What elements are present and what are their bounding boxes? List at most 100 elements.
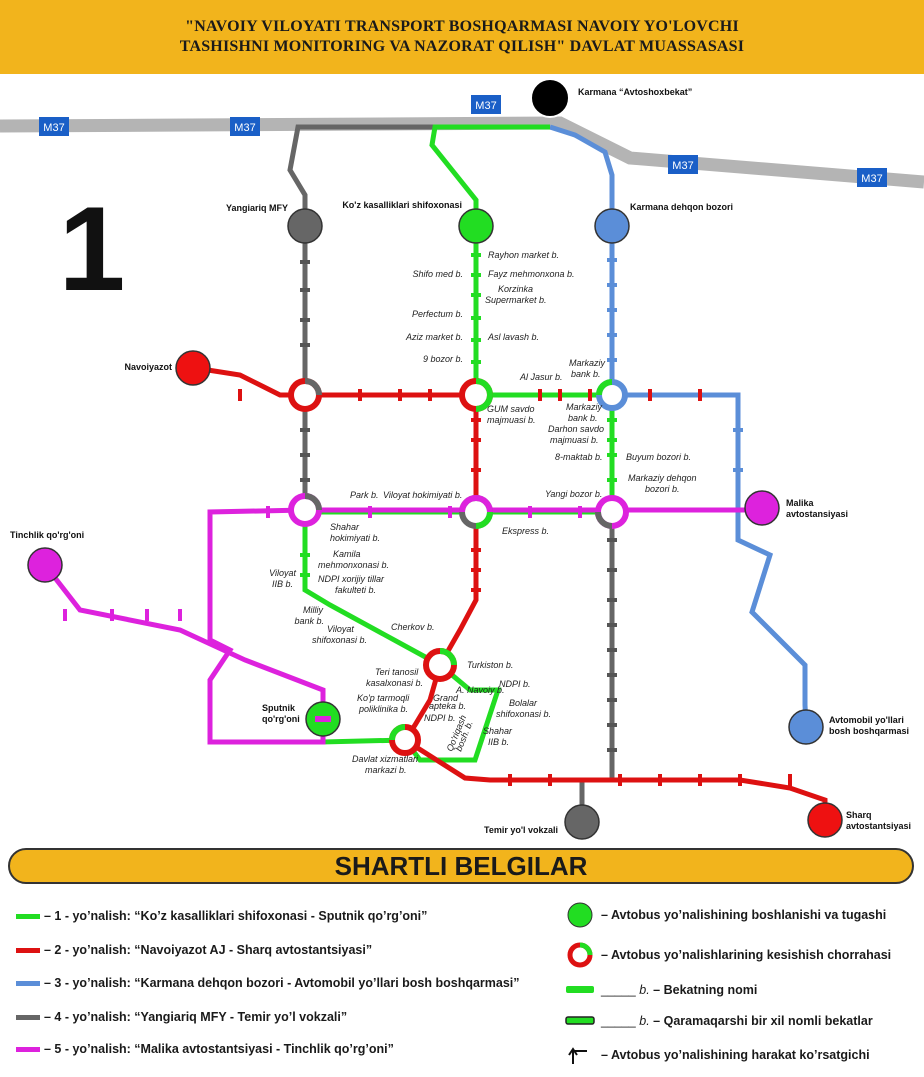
stop-label: majmuasi b. [550,435,599,445]
terminal-temir [564,804,600,840]
header-title-line1: "NAVOIY VILOYATI TRANSPORT BOSHQARMASI N… [185,18,739,35]
stop-tick [300,318,310,322]
map-number: 1 [59,182,126,316]
stop-label: Buyum bozori b. [626,452,691,462]
legend-b: b. [639,983,650,997]
interchange-park-junction [288,493,322,527]
label-malika-1: Malika [786,498,815,508]
stop-tick [300,453,310,457]
legend-route-text: – 2 - yo’nalish: “Navoiyazot AJ - Sharq … [44,943,373,957]
legend-route-text: – 1 - yo’nalish: “Ko’z kasalliklari shif… [44,909,428,923]
terminal-karmana-avtoshoxbekat [530,78,570,118]
interchange-markaziy-junction [596,379,628,411]
stop-tick [145,609,149,621]
stop-label: Al Jasur b. [519,372,563,382]
stop-tick [733,428,743,432]
legend-stop-name-text: – Bekatning nomi [653,983,758,997]
stop-label: NDPI xorijiy tillar [318,574,385,584]
legend-route-text: – 5 - yo’nalish: “Malika avtostantsiyasi… [44,1042,394,1056]
stop-tick [607,418,617,422]
stop-label: Fayz mehmonxona b. [488,269,575,279]
stop-tick [607,568,617,572]
stop-ticks [63,253,792,786]
stop-tick [658,774,662,786]
stop-label: Markaziy [569,358,606,368]
stop-tick [300,478,310,482]
svg-text:M37: M37 [475,100,496,112]
stop-label: IIB b. [488,737,509,747]
stop-label: bozori b. [645,484,680,494]
stop-label: Bolalar [509,698,538,708]
stop-label: Darhon savdo [548,424,604,434]
stop-tick [471,468,481,472]
stop-tick [538,389,542,401]
route-map: M37 M37 M37 M37 M37 1 Karmana [0,78,924,840]
stop-tick [471,548,481,552]
stop-label: Cherkov b. [391,622,435,632]
stop-tick [110,609,114,621]
legend-opposite: _____ b. – Qaramaqarshi bir xil nomli be… [565,1014,873,1028]
stop-label: majmuasi b. [487,415,536,425]
stop-tick [300,573,310,577]
stop-tick [738,774,742,786]
stop-tick [471,588,481,592]
stop-tick [398,389,402,401]
stop-tick [607,478,617,482]
stop-label: Park b. [350,490,379,500]
opposite-stop-icon [565,1016,595,1025]
legend-swatch [16,947,40,953]
stop-label: Markaziy dehqon [628,473,697,483]
stop-label: Shahar [330,522,360,532]
label-temir: Temir yo'l vokzali [484,825,558,835]
stop-label: Rayhon market b. [488,250,559,260]
terminal-avtomobil [788,709,824,745]
label-yangiariq: Yangiariq MFY [226,203,288,213]
stop-tick [471,316,481,320]
stop-label: mehmonxonasi b. [318,560,389,570]
header-title-line2: TASHISHNI MONITORING VA NAZORAT QILISH" … [179,38,745,55]
stop-tick [607,308,617,312]
stop-label: IIB b. [272,579,293,589]
crossing-ring-icon [567,942,593,968]
stop-tick [471,438,481,442]
stop-tick [607,358,617,362]
legend-direction-text: – Avtobus yo’nalishining harakat ko’rsat… [601,1048,870,1062]
stop-label: A. Navoiy b. [455,685,505,695]
stop-label: Kamila [333,549,361,559]
legend-start-end-text: – Avtobus yo’nalishining boshlanishi va … [601,908,887,922]
interchange-navoiyazot-junction [288,378,322,412]
stop-label: bank b. [568,413,598,423]
stop-tick [698,389,702,401]
stop-label: Teri tanosil [375,667,419,677]
stop-label: Davlat xizmatlari [352,754,419,764]
stop-tick [733,468,743,472]
stop-tick [300,288,310,292]
stop-tick [471,568,481,572]
label-sharq-2: avtostantsiyasi [846,821,911,831]
stop-tick [607,453,617,457]
stop-tick [448,506,452,518]
legend-title: SHARTLI BELGILAR [8,848,914,884]
stop-tick [471,273,481,277]
stop-tick [300,343,310,347]
route-1-line [302,124,615,763]
label-koz: Ko'z kasalliklari shifoxonasi [342,200,462,210]
stop-tick [607,438,617,442]
green-terminal-icon [567,902,593,928]
stop-label: GUM savdo [487,404,535,414]
stop-tick [607,258,617,262]
stop-tick [558,389,562,401]
label-karmana-avtoshoxbekat: Karmana “Avtoshoxbekat” [578,87,692,97]
stop-label: poliklinika b. [358,704,408,714]
legend-route-4: – 4 - yo’nalish: “Yangiariq MFY - Temir … [16,1010,347,1024]
stop-label: Viloyat [269,568,296,578]
legend-opposite-text: – Qaramaqarshi bir xil nomli bekatlar [653,1014,873,1028]
stop-tick [508,774,512,786]
stop-label: Markaziy [566,402,603,412]
m37-sign: M37 [857,168,887,187]
stop-label: apteka b. [429,701,466,711]
legend-route-text: – 3 - yo’nalish: “Karmana dehqon bozori … [44,976,520,990]
direction-arrow-icon [568,1047,587,1064]
legend-route-text: – 4 - yo’nalish: “Yangiariq MFY - Temir … [44,1010,348,1024]
label-avtomobil-1: Avtomobil yo'llari [829,715,904,725]
